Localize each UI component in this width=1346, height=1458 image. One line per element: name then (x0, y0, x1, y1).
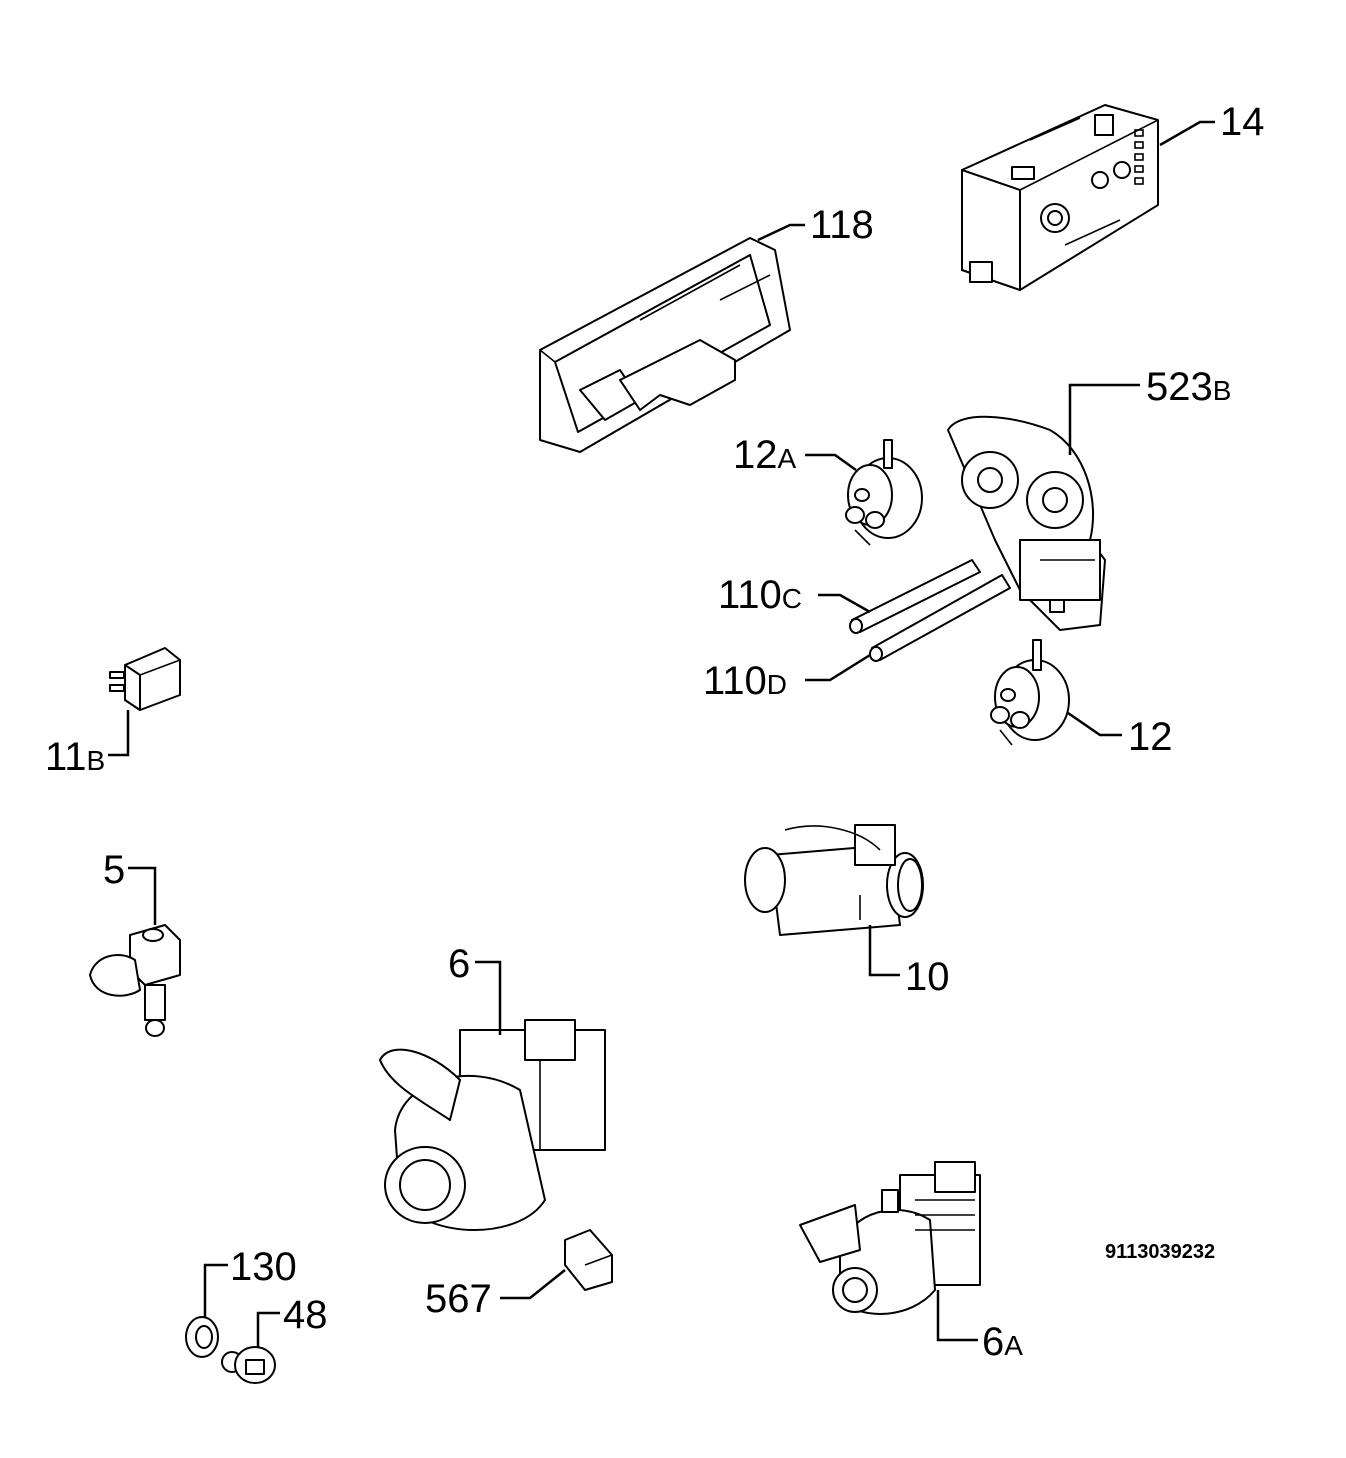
leader-110d (805, 653, 871, 682)
part-523b-bracket[interactable] (947, 415, 1106, 631)
leader-567 (500, 1269, 566, 1300)
part-110d-hose[interactable] (869, 574, 1011, 662)
leader-14 (1159, 120, 1215, 147)
label-12a[interactable]: 12A (733, 433, 797, 477)
label-567[interactable]: 567 (425, 1277, 492, 1321)
part-110c-hose[interactable] (849, 559, 981, 634)
leader-6 (475, 960, 502, 1035)
part-14-control-module[interactable] (961, 104, 1159, 291)
part-11b-relay[interactable] (109, 647, 181, 711)
label-130[interactable]: 130 (230, 1245, 297, 1289)
drawing-number: 9113039232 (1105, 1241, 1215, 1263)
label-5[interactable]: 5 (103, 848, 125, 892)
leader-12a (805, 453, 857, 472)
part-12-pressure-switch[interactable] (990, 639, 1070, 746)
part-567-clip[interactable] (564, 1229, 613, 1291)
leader-118 (757, 223, 805, 242)
label-110d[interactable]: 110D (703, 659, 787, 703)
label-14[interactable]: 14 (1220, 100, 1265, 144)
leader-523b (1068, 383, 1140, 455)
label-48[interactable]: 48 (283, 1293, 328, 1337)
label-12[interactable]: 12 (1128, 715, 1173, 759)
label-118[interactable]: 118 (810, 203, 874, 247)
part-12a-pressure-switch[interactable] (845, 439, 923, 546)
label-110c[interactable]: 110C (718, 573, 802, 617)
leader-10 (868, 925, 900, 977)
label-6a[interactable]: 6A (982, 1320, 1023, 1364)
part-48-plug[interactable] (221, 1346, 276, 1384)
label-11b[interactable]: 11B (45, 735, 105, 779)
label-6[interactable]: 6 (448, 942, 470, 986)
label-523b[interactable]: 523B (1146, 365, 1231, 409)
leader-130 (203, 1263, 228, 1318)
leader-5 (128, 866, 157, 925)
label-10[interactable]: 10 (905, 955, 950, 999)
part-6-circulation-pump[interactable] (379, 1019, 606, 1231)
leader-12 (1067, 711, 1122, 737)
part-6a-drain-pump[interactable] (799, 1161, 981, 1315)
leader-110c (818, 593, 871, 614)
part-5-inlet-valve[interactable] (89, 924, 181, 1037)
leader-6a (936, 1290, 978, 1342)
leader-11b (108, 710, 130, 757)
part-118-display-panel[interactable] (539, 237, 791, 453)
part-130-seal[interactable] (185, 1316, 219, 1358)
part-10-heater[interactable] (744, 824, 924, 936)
leader-48 (256, 1311, 280, 1348)
